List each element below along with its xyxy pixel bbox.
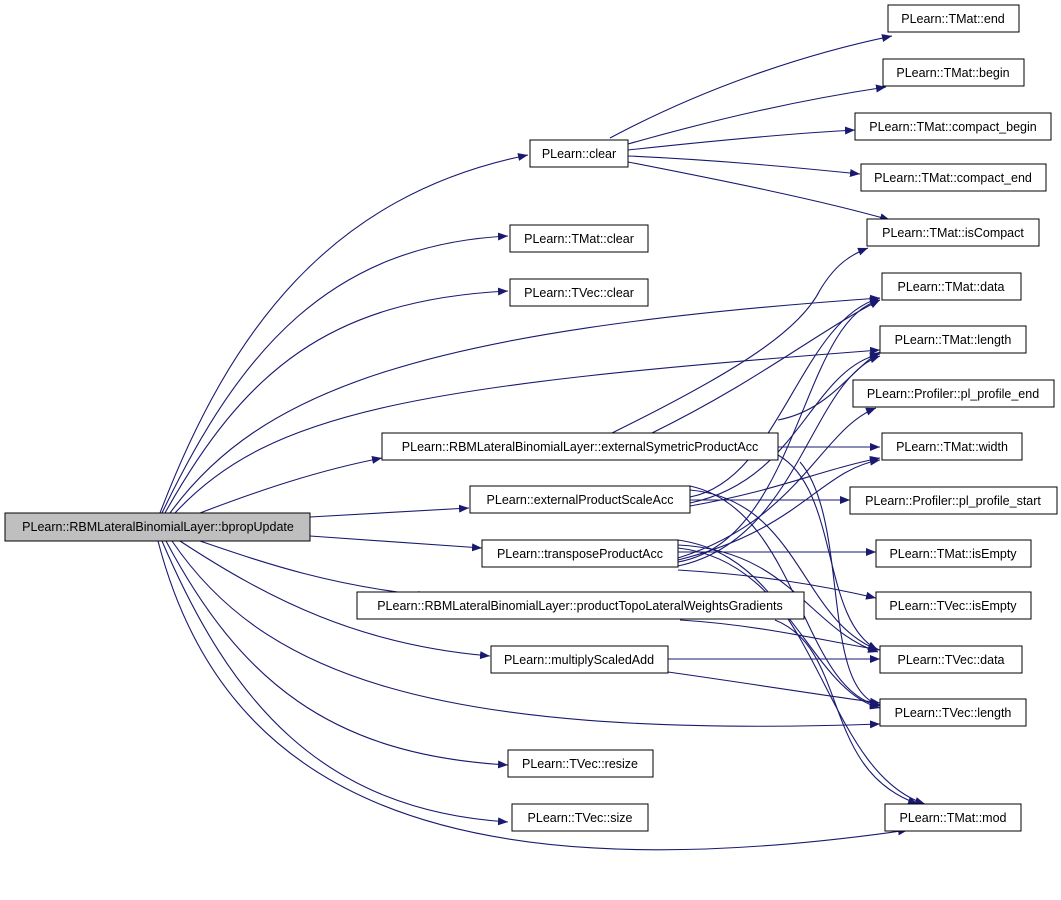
node-root-label: PLearn::RBMLateralBinomialLayer::bpropUp… (22, 520, 294, 534)
node-transpose[interactable]: PLearn::transposeProductAcc (481, 539, 679, 568)
edge-clear-compact-end (627, 155, 861, 177)
edge-root-ext-scale (309, 504, 470, 518)
node-multiply-label: PLearn::multiplyScaledAdd (504, 653, 654, 667)
edge-root-tvec-length (171, 540, 881, 729)
edge-transpose-prof-end (677, 407, 877, 559)
node-tmat-end[interactable]: PLearn::TMat::end (887, 4, 1020, 33)
edge-multiply-tvec-length (667, 671, 881, 706)
edge-root-tmat-length (174, 346, 881, 514)
node-tmat-isempty-label: PLearn::TMat::isEmpty (889, 547, 1017, 561)
node-tmat-compact-begin-label: PLearn::TMat::compact_begin (869, 120, 1036, 134)
node-topo-label: PLearn::RBMLateralBinomialLayer::product… (377, 599, 783, 613)
edge-root-clear (159, 153, 529, 514)
node-root[interactable]: PLearn::RBMLateralBinomialLayer::bpropUp… (4, 512, 311, 542)
edge-extsym-iscompact (611, 247, 869, 434)
node-tmat-data[interactable]: PLearn::TMat::data (881, 272, 1022, 301)
edge-root-transpose (309, 535, 483, 552)
node-tmat-compact-end-label: PLearn::TMat::compact_end (874, 171, 1032, 185)
node-tmat-compact-end[interactable]: PLearn::TMat::compact_end (860, 163, 1047, 192)
node-transpose-label: PLearn::transposeProductAcc (497, 547, 663, 561)
node-multiply[interactable]: PLearn::multiplyScaledAdd (490, 645, 669, 674)
edge-root-tvec-size (161, 540, 509, 826)
node-tmat-length[interactable]: PLearn::TMat::length (879, 325, 1027, 354)
edge-root-ext-sym (199, 455, 383, 514)
edge-root-tvec-resize (165, 540, 509, 769)
node-tvec-isempty[interactable]: PLearn::TVec::isEmpty (875, 591, 1032, 620)
node-tvec-resize-label: PLearn::TVec::resize (522, 757, 638, 771)
edge-transpose-tvec-length (677, 547, 881, 710)
node-prof-end-label: PLearn::Profiler::pl_profile_end (867, 387, 1039, 401)
edge-topo-mod (774, 619, 919, 805)
node-tvec-resize[interactable]: PLearn::TVec::resize (507, 749, 654, 778)
node-tvec-clear-label: PLearn::TVec::clear (524, 286, 634, 300)
node-clear-label: PLearn::clear (542, 147, 616, 161)
edge-clear-compact-begin (627, 126, 856, 151)
edge-root-tmat-data (169, 294, 881, 514)
node-topo[interactable]: PLearn::RBMLateralBinomialLayer::product… (356, 591, 805, 620)
edge-transpose-data (677, 298, 881, 563)
node-tvec-isempty-label: PLearn::TVec::isEmpty (889, 599, 1017, 613)
node-tmat-width-label: PLearn::TMat::width (896, 440, 1008, 454)
node-tmat-width[interactable]: PLearn::TMat::width (881, 432, 1023, 461)
node-ext-sym[interactable]: PLearn::RBMLateralBinomialLayer::externa… (381, 432, 779, 461)
edge-extsym-tvec-length (799, 461, 881, 707)
node-tvec-length[interactable]: PLearn::TVec::length (879, 698, 1027, 727)
node-tmat-data-label: PLearn::TMat::data (897, 280, 1004, 294)
edge-transpose-width (677, 457, 881, 561)
node-tmat-begin[interactable]: PLearn::TMat::begin (882, 58, 1025, 87)
edge-root-tmat-mod (157, 540, 909, 851)
node-tmat-iscompact[interactable]: PLearn::TMat::isCompact (866, 218, 1040, 247)
node-tmat-end-label: PLearn::TMat::end (901, 12, 1005, 26)
node-tmat-compact-begin[interactable]: PLearn::TMat::compact_begin (854, 112, 1052, 141)
nodes: PLearn::RBMLateralBinomialLayer::bpropUp… (4, 4, 1058, 832)
node-tmat-iscompact-label: PLearn::TMat::isCompact (882, 226, 1024, 240)
node-tmat-isempty[interactable]: PLearn::TMat::isEmpty (875, 539, 1032, 568)
node-tmat-clear-label: PLearn::TMat::clear (524, 232, 634, 246)
node-tmat-length-label: PLearn::TMat::length (895, 333, 1012, 347)
edge-extscale-tvec-data (689, 489, 879, 651)
node-ext-scale[interactable]: PLearn::externalProductScaleAcc (469, 485, 691, 514)
edge-topo-tvec-data (679, 619, 881, 653)
edge-root-topo (199, 540, 429, 599)
edge-root-multiply (179, 540, 491, 660)
node-tmat-clear[interactable]: PLearn::TMat::clear (509, 224, 649, 253)
node-tvec-data-label: PLearn::TVec::data (897, 653, 1004, 667)
edges (157, 34, 926, 851)
node-tvec-clear[interactable]: PLearn::TVec::clear (509, 278, 649, 307)
node-tvec-length-label: PLearn::TVec::length (895, 706, 1012, 720)
edge-transpose-mod (677, 539, 926, 805)
edge-extsym-tvec-data (777, 454, 879, 651)
edge-transpose-tvec-isempty (677, 569, 877, 600)
node-ext-scale-label: PLearn::externalProductScaleAcc (487, 493, 674, 507)
node-tmat-mod-label: PLearn::TMat::mod (900, 811, 1007, 825)
node-clear[interactable]: PLearn::clear (529, 139, 629, 168)
node-prof-start[interactable]: PLearn::Profiler::pl_profile_start (849, 486, 1058, 515)
edge-clear-begin (627, 84, 887, 145)
node-prof-start-label: PLearn::Profiler::pl_profile_start (865, 494, 1041, 508)
node-prof-end[interactable]: PLearn::Profiler::pl_profile_end (852, 379, 1055, 408)
node-tmat-mod[interactable]: PLearn::TMat::mod (884, 803, 1022, 832)
node-tvec-size-label: PLearn::TVec::size (528, 811, 633, 825)
edge-transpose-length (677, 355, 881, 567)
edge-extscale-length (689, 352, 881, 504)
edge-root-tmat-clear (161, 232, 509, 514)
node-tvec-data[interactable]: PLearn::TVec::data (879, 645, 1023, 674)
edge-clear-end (609, 34, 893, 139)
edge-clear-iscompact (627, 161, 891, 222)
edge-root-tvec-clear (164, 287, 509, 514)
node-ext-sym-label: PLearn::RBMLateralBinomialLayer::externa… (402, 440, 758, 454)
node-tvec-size[interactable]: PLearn::TVec::size (511, 803, 649, 832)
node-tmat-begin-label: PLearn::TMat::begin (896, 66, 1009, 80)
edge-extscale-data (689, 296, 881, 498)
